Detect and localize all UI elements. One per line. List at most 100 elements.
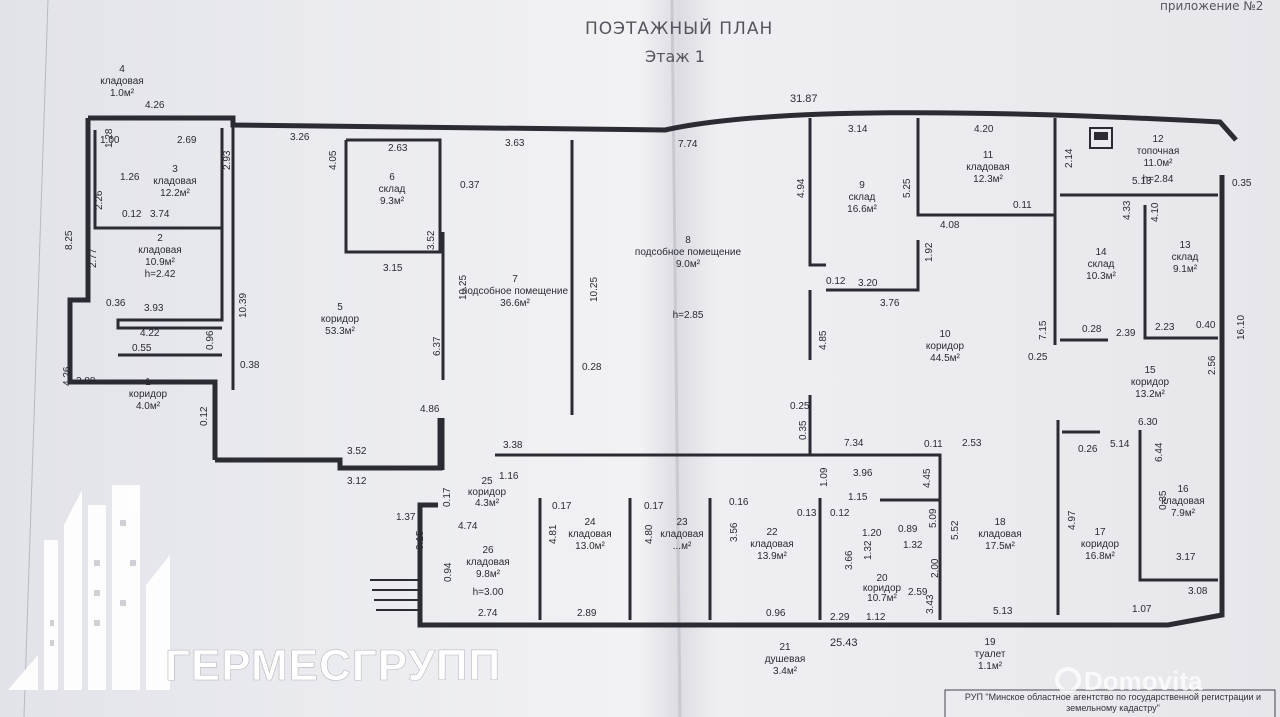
dimension-label: 4.05 [328, 150, 339, 170]
room-7: 7 подсобное помещение 36.6м² [462, 274, 569, 309]
dimension-label: 2.69 [177, 135, 197, 146]
room-area: 11.0м² [1144, 158, 1174, 169]
room-17: 17 коридор 16.8м² [1081, 527, 1120, 562]
dimension-label: 4.22 [140, 328, 160, 339]
inner-walls [93, 118, 1218, 620]
room-area: 13.9м² [757, 551, 787, 562]
room-number: 18 [994, 517, 1006, 528]
room-number: 24 [584, 517, 596, 528]
room-number: 14 [1095, 247, 1107, 258]
dimension-label: 6.37 [432, 336, 443, 356]
dim-total-length: 31.87 [790, 93, 818, 105]
dimension-label: 3.20 [858, 278, 878, 289]
room-9: 9 склад 16.6м² [847, 180, 877, 215]
dimension-label: 0.94 [443, 562, 454, 582]
room-area: 44.5м² [930, 353, 960, 364]
room-number: 25 [481, 476, 493, 487]
room-name: душевая [765, 654, 806, 665]
dimension-label: 4.81 [548, 524, 559, 544]
dimension-label: 5.13 [993, 606, 1013, 617]
dimension-label: 1.00 [100, 135, 120, 146]
room-area: 4.0м² [136, 401, 161, 412]
room-name: кладовая [966, 162, 1009, 173]
room-name: кладовая [100, 76, 143, 87]
dimension-label: 1.28 [104, 128, 115, 148]
dimension-label: 2.26 [94, 190, 105, 210]
dimension-label: 4.74 [458, 521, 478, 532]
dimension-label: 0.25 [790, 401, 810, 412]
room-name: подсобное помещение [635, 246, 742, 258]
dimension-label: 0.12 [830, 508, 850, 519]
dim-bottom-length: 25.43 [830, 637, 858, 649]
room-name: коридор [321, 314, 360, 325]
room-area: 9.0м² [676, 259, 701, 270]
dimension-label: 10.25 [589, 277, 600, 302]
dimension-label: 2.39 [1116, 328, 1136, 339]
dimension-label: 0.15 [415, 530, 426, 550]
dimension-label: 0.11 [924, 439, 943, 450]
room-number: 2 [157, 233, 163, 244]
room-area: 16.6м² [847, 204, 877, 215]
room-name: коридор [468, 487, 507, 498]
room-height: h=2.84 [1143, 174, 1174, 185]
building-logo [8, 485, 170, 690]
room-number: 13 [1179, 240, 1191, 251]
room-name: туалет [975, 649, 1006, 660]
room-name: коридор [129, 389, 168, 400]
room-area: 9.8м² [476, 569, 501, 580]
room-20: 20 коридор 10.7м² [863, 573, 902, 604]
room-6: 6 склад 9.3м² [379, 172, 406, 207]
room-name: склад [379, 184, 406, 195]
dimension-label: 0.17 [644, 501, 664, 512]
dimension-label: 3.14 [848, 124, 868, 135]
room-10: 10 коридор 44.5м² [926, 329, 965, 364]
entrance-stairs [370, 579, 420, 611]
room-number: 20 [876, 573, 888, 584]
room-number: 8 [685, 235, 691, 246]
room-area: 1.0м² [110, 88, 135, 99]
room-area: 12.2м² [160, 188, 190, 199]
room-name: кладовая [978, 529, 1021, 540]
dimension-label: 0.25 [1028, 352, 1048, 363]
dimension-label: 4.08 [940, 220, 960, 231]
room-2: 2 кладовая 10.9м² h=2.42 [138, 233, 181, 280]
dimension-label: 0.12 [199, 406, 210, 426]
room-19: 19 туалет 1.1м² [975, 637, 1006, 672]
dimension-label: 2.00 [930, 558, 941, 578]
room-name: топочная [1137, 146, 1180, 157]
room-24: 24 кладовая 13.0м² [568, 517, 611, 552]
dimension-label: 5.09 [928, 508, 939, 528]
room-number: 12 [1152, 134, 1164, 145]
dimension-label: 1.92 [924, 242, 935, 262]
appendix-label: приложение №2 [1160, 0, 1263, 13]
dimension-label: 2.59 [908, 587, 928, 598]
dimension-label: 0.17 [442, 487, 453, 507]
dim-right-height: 16.10 [1236, 315, 1247, 340]
room-name: кладовая [750, 539, 793, 550]
room-8: 8 подсобное помещение 9.0м² h=2.85 [635, 235, 742, 321]
dimension-label: 2.77 [88, 248, 99, 268]
room-number: 26 [482, 545, 494, 556]
dimension-label: 4.10 [1150, 202, 1161, 222]
room-5: 5 коридор 53.3м² [321, 302, 360, 337]
stamp-box [944, 689, 1276, 717]
dimension-label: 3.93 [144, 303, 164, 314]
room-area: 16.8м² [1085, 551, 1115, 562]
room-area: 10.7м² [867, 593, 897, 604]
dimension-label: 4.85 [818, 330, 829, 350]
room-name: кладовая [1161, 496, 1204, 507]
dimension-label: 4.33 [1122, 200, 1133, 220]
room-number: 17 [1094, 527, 1106, 538]
dimension-label: 0.12 [826, 276, 846, 287]
room-number: 16 [1177, 484, 1189, 495]
dimension-label: 3.56 [729, 522, 740, 542]
room-area: 9.3м² [380, 196, 405, 207]
room-21: 21 душевая 3.4м² [765, 642, 806, 677]
room-area: 3.4м² [773, 666, 798, 677]
dimension-label: 3.08 [1188, 586, 1208, 597]
room-26: 26 кладовая 9.8м² h=3.00 [466, 545, 509, 598]
room-area: 4.3м² [475, 498, 500, 509]
